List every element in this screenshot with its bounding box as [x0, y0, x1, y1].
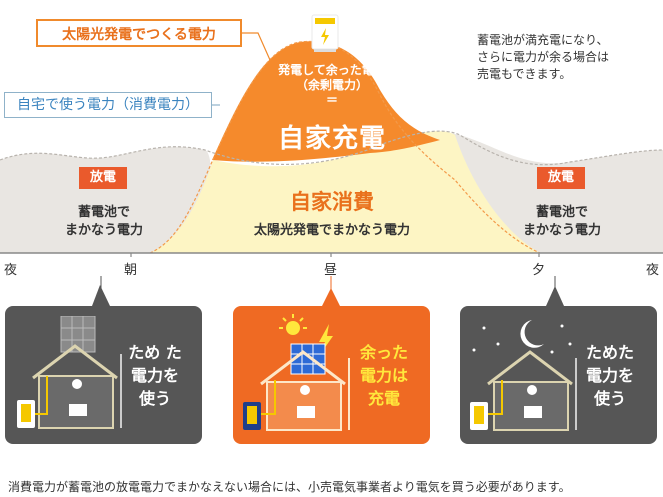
- surplus-label: 発電して余った電力 （余剰電力） ＝: [278, 63, 386, 107]
- noon-panel: 余った 電力は 充電: [233, 306, 430, 444]
- top-note: 蓄電池が満充電になり、 さらに電力が余る場合は 売電もできます。: [477, 33, 610, 81]
- self-charge-label: 自家充電: [277, 124, 386, 154]
- time-evening: 夕: [532, 263, 546, 278]
- night-pointer: [546, 286, 564, 306]
- battery-cover-right: 蓄電池で まかなう電力: [522, 205, 601, 238]
- sun-icon: [279, 314, 307, 335]
- star-icon: [472, 324, 572, 354]
- time-noon: 昼: [324, 263, 338, 278]
- solar-cover-label: 太陽光発電でまかなう電力: [253, 223, 410, 238]
- noon-pointer: [321, 288, 341, 308]
- night-panel: ためた 電力を 使う: [460, 306, 657, 444]
- surplus-area: [212, 41, 440, 162]
- solar-tag-leader: [240, 32, 271, 61]
- time-morning: 朝: [124, 263, 138, 278]
- solar-power-tag: 太陽光発電でつくる電力: [36, 19, 242, 47]
- morning-pointer: [92, 285, 110, 306]
- consumption-area: [0, 146, 211, 253]
- time-night-start: 夜: [4, 263, 18, 278]
- battery-cover-left: 蓄電池で まかなう電力: [64, 205, 143, 238]
- morning-panel: ため た 電力を 使う: [5, 306, 202, 444]
- noon-panel-text: 余った 電力は 充電: [359, 343, 408, 408]
- moon-icon: [520, 320, 544, 348]
- house-icon: [17, 316, 122, 429]
- morning-panel-text: ため た 電力を 使う: [128, 343, 182, 408]
- self-consumption-area: [150, 131, 540, 253]
- consumption-line: [0, 130, 663, 166]
- time-night-end: 夜: [646, 263, 660, 278]
- home-power-tag: 自宅で使う電力（消費電力）: [4, 92, 212, 118]
- solar-house-icon: [243, 314, 350, 431]
- self-consumption-label: 自家消費: [290, 190, 374, 214]
- discharge-badge-right: 放電: [537, 167, 585, 189]
- night-house-icon: [470, 320, 577, 431]
- night-panel-text: ためた 電力を 使う: [585, 343, 634, 408]
- discharge-badge-left: 放電: [79, 167, 127, 189]
- footer-note: 消費電力が蓄電池の放電電力でまかなえない場合には、小売電気事業者より電気を買う必…: [8, 480, 571, 494]
- battery-icon: [311, 14, 339, 52]
